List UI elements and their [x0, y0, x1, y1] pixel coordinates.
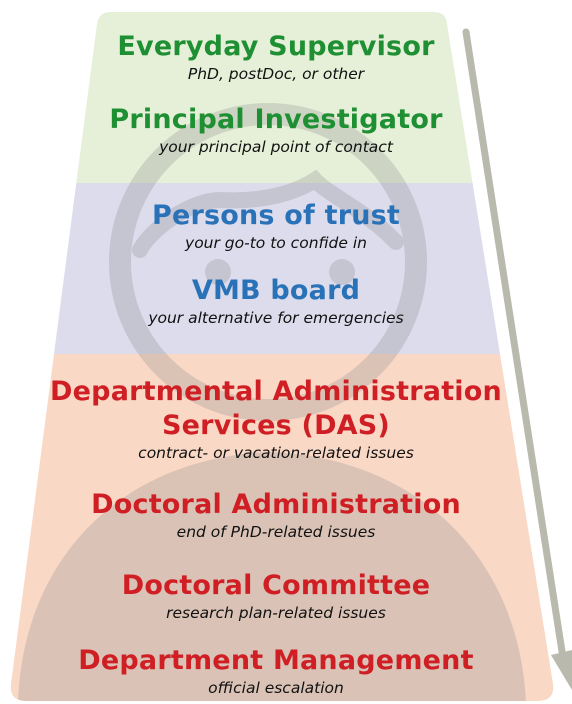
tier-band-confidential	[10, 183, 554, 354]
das-subtitle: contract- or vacation-related issues	[138, 444, 414, 462]
das-entry: Departmental Administration Services (DA…	[0, 375, 552, 463]
doctoral-committee-subtitle: research plan-related issues	[166, 604, 386, 622]
everyday-supervisor-entry: Everyday Supervisor PhD, postDoc, or oth…	[0, 30, 552, 84]
department-management-title: Department Management	[78, 645, 474, 676]
das-title-line2: Services (DAS)	[162, 410, 390, 441]
department-management-subtitle: official escalation	[208, 679, 344, 697]
principal-investigator-subtitle: your principal point of contact	[159, 138, 393, 156]
vmb-board-subtitle: your alternative for emergencies	[148, 309, 404, 327]
persons-of-trust-entry: Persons of trust your go-to to confide i…	[0, 199, 552, 253]
person-body-icon	[18, 452, 526, 701]
person-hair-icon	[132, 169, 404, 258]
doctoral-administration-title: Doctoral Administration	[91, 489, 461, 520]
down-right-arrow-icon	[462, 28, 572, 690]
doctoral-committee-title: Doctoral Committee	[121, 570, 431, 601]
das-title-line1: Departmental Administration	[50, 376, 502, 407]
doctoral-committee-entry: Doctoral Committee research plan-related…	[0, 569, 552, 623]
everyday-supervisor-title: Everyday Supervisor	[117, 31, 435, 62]
persons-of-trust-subtitle: your go-to to confide in	[185, 234, 367, 252]
person-right-eye-icon	[329, 259, 355, 285]
vmb-board-title: VMB board	[191, 275, 361, 306]
department-management-entry: Department Management official escalatio…	[0, 644, 552, 698]
doctoral-administration-entry: Doctoral Administration end of PhD-relat…	[0, 488, 552, 542]
tier-band-administrative	[10, 354, 554, 701]
persons-of-trust-title: Persons of trust	[151, 200, 401, 231]
principal-investigator-title: Principal Investigator	[109, 104, 443, 135]
person-left-eye-icon	[205, 259, 231, 285]
person-icon	[18, 103, 526, 701]
everyday-supervisor-subtitle: PhD, postDoc, or other	[187, 65, 365, 83]
doctoral-administration-subtitle: end of PhD-related issues	[176, 523, 376, 541]
person-head-icon	[109, 103, 427, 421]
vmb-board-entry: VMB board your alternative for emergenci…	[0, 274, 552, 328]
principal-investigator-entry: Principal Investigator your principal po…	[0, 103, 552, 157]
